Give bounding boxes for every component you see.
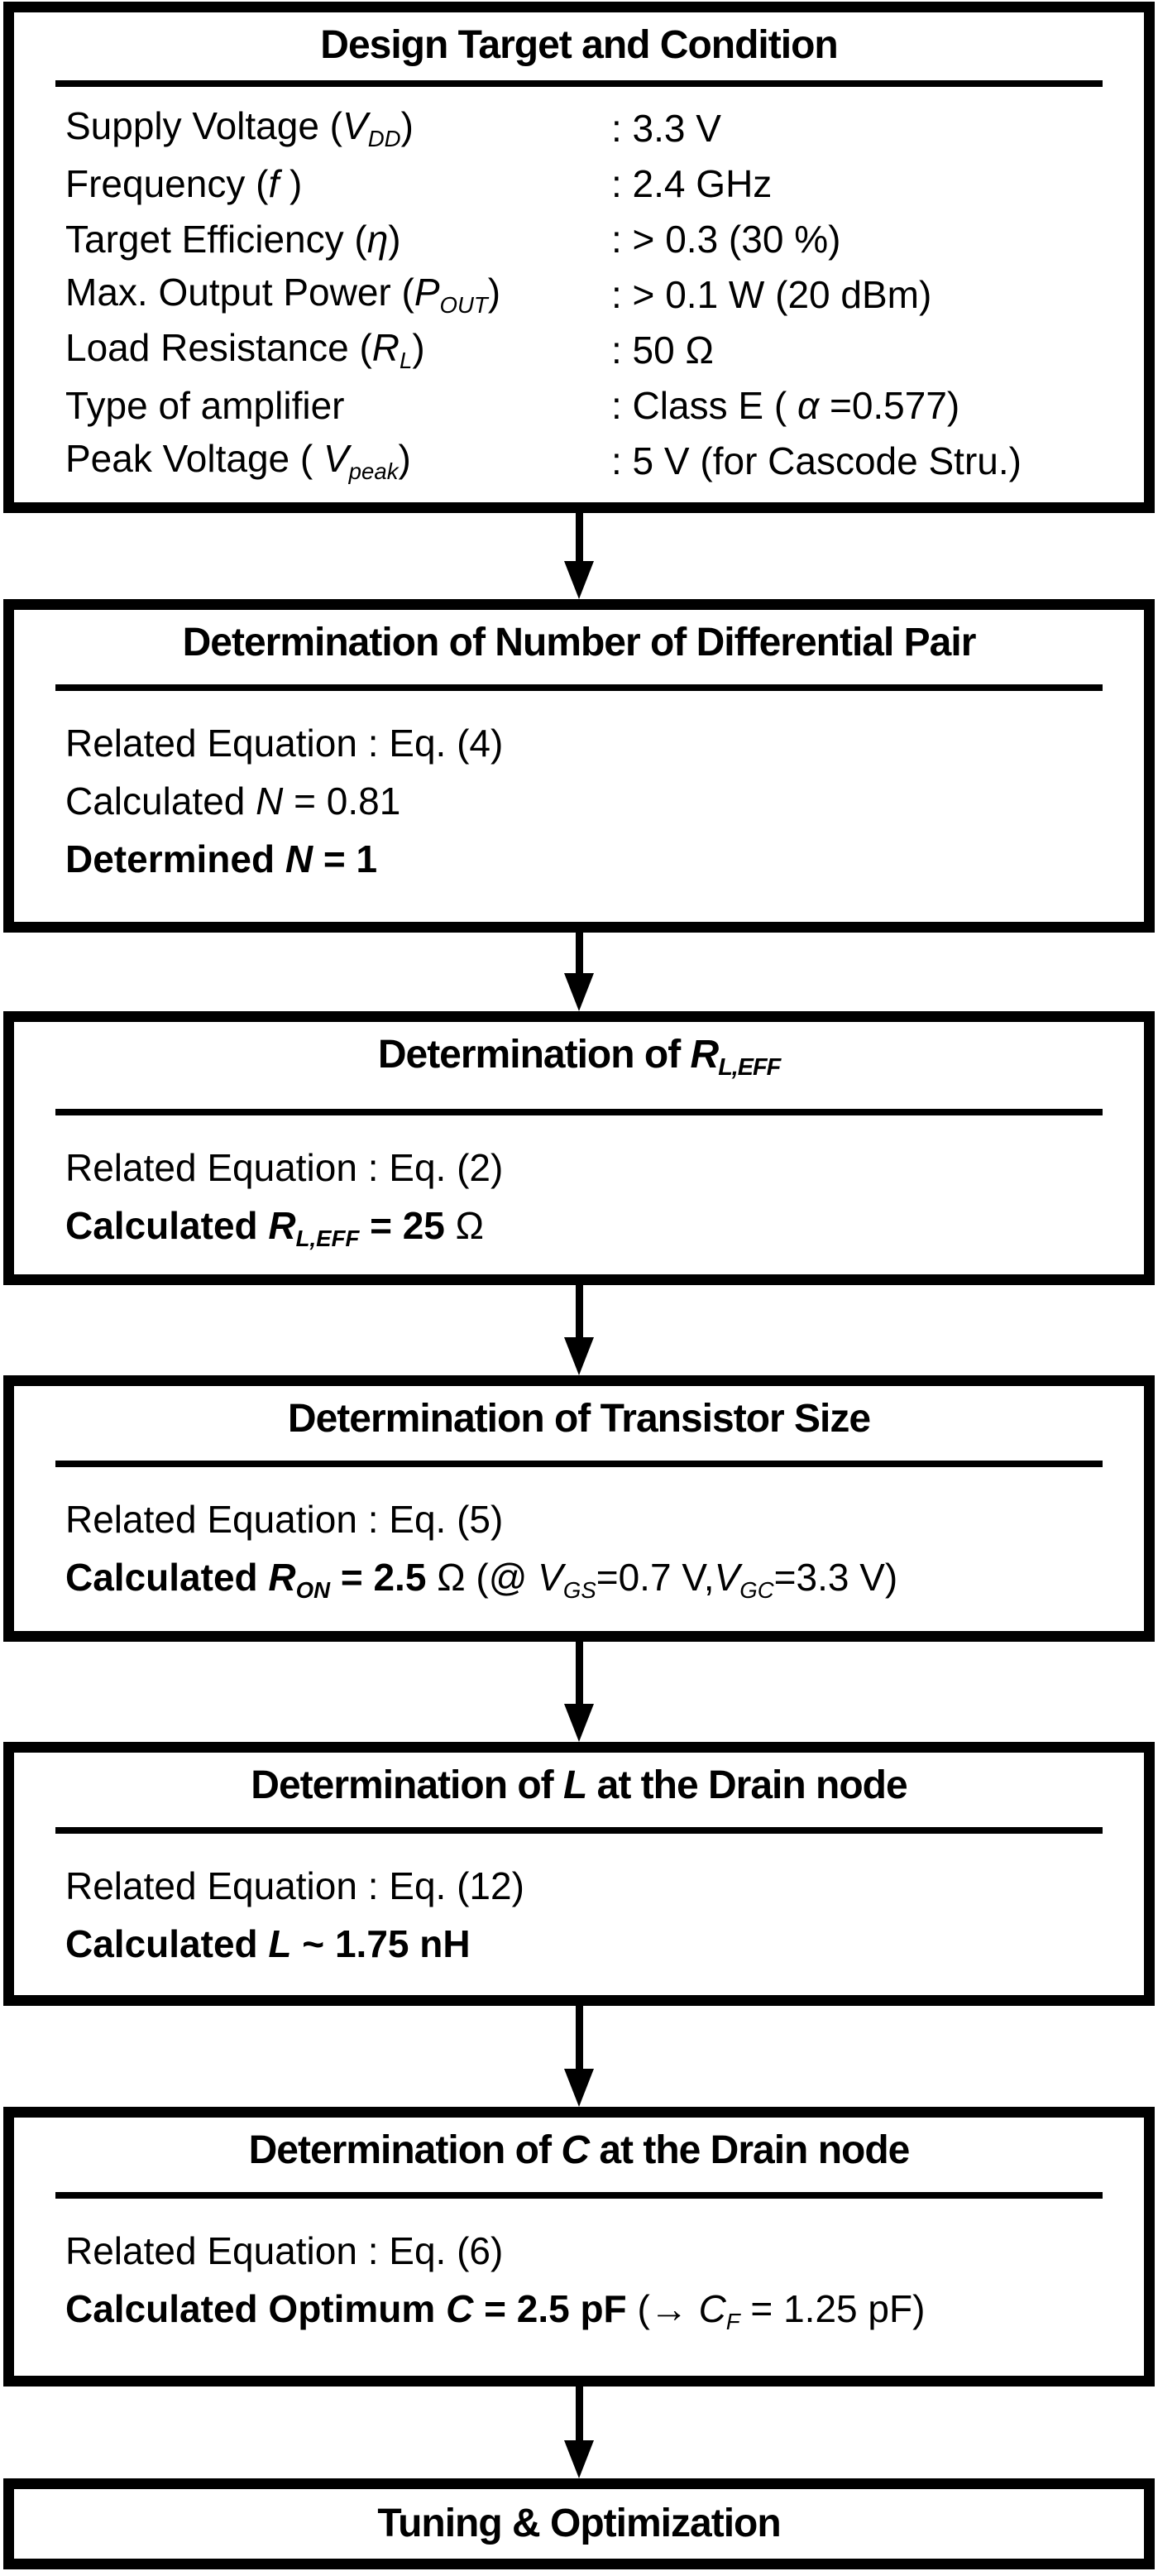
title-divider xyxy=(55,80,1103,87)
arrow-shaft xyxy=(575,931,583,973)
flow-box-c-drain-node: Determination of C at the Drain node Rel… xyxy=(3,2107,1155,2387)
title-divider xyxy=(55,2192,1103,2199)
box-title: Determination of C at the Drain node xyxy=(248,2128,911,2172)
text-line: Related Equation : Eq. (5) xyxy=(65,1498,504,1541)
param-row: Load Resistance (RL) : 50 Ω xyxy=(65,322,1129,377)
flow-arrow xyxy=(564,2385,594,2478)
text-line: Calculated RON = 2.5 Ω (@ VGS=0.7 V,VGC=… xyxy=(65,1556,898,1603)
text-line: Related Equation : Eq. (12) xyxy=(65,1864,524,1907)
param-label: Load Resistance (RL) xyxy=(65,326,425,373)
param-value: : > 0.3 (30 %) xyxy=(611,217,841,261)
param-row: Supply Voltage (VDD) : 3.3 V xyxy=(65,100,1129,156)
arrow-shaft xyxy=(575,1640,583,1704)
param-value: : 5 V (for Cascode Stru.) xyxy=(611,439,1022,482)
title-divider xyxy=(55,1827,1103,1834)
param-label: Peak Voltage ( Vpeak) xyxy=(65,437,411,484)
flow-box-l-drain-node: Determination of L at the Drain node Rel… xyxy=(3,1742,1155,2006)
flow-arrow xyxy=(564,2004,594,2107)
text-line: Calculated L ~ 1.75 nH xyxy=(65,1922,471,1965)
text-line: Determined N = 1 xyxy=(65,837,378,880)
box-title: Determination of RL,EFF xyxy=(377,1033,781,1082)
param-label: Target Efficiency (η) xyxy=(65,217,401,261)
box-title: Tuning & Optimization xyxy=(377,2502,781,2545)
text-line: Related Equation : Eq. (6) xyxy=(65,2229,504,2272)
arrow-shaft xyxy=(575,511,583,561)
param-row: Target Efficiency (η) : > 0.3 (30 %) xyxy=(65,211,1129,266)
text-line: Calculated Optimum C = 2.5 pF (→ CF = 1.… xyxy=(65,2287,926,2334)
flow-box-design-target: Design Target and Condition Supply Volta… xyxy=(3,2,1155,513)
param-label: Type of amplifier xyxy=(65,383,345,427)
arrow-head-icon xyxy=(564,561,594,599)
arrow-shaft xyxy=(575,2004,583,2069)
box-title: Determination of L at the Drain node xyxy=(251,1763,907,1807)
box-title: Design Target and Condition xyxy=(320,23,838,67)
text-line: Calculated RL,EFF = 25 Ω xyxy=(65,1204,485,1252)
arrow-shaft xyxy=(575,1283,583,1337)
param-value: : 50 Ω xyxy=(611,328,714,372)
arrow-head-icon xyxy=(564,1704,594,1742)
arrow-head-icon xyxy=(564,2069,594,2107)
param-row: Type of amplifier : Class E ( α =0.577) xyxy=(65,377,1129,433)
param-row: Peak Voltage ( Vpeak) : 5 V (for Cascode… xyxy=(65,433,1129,488)
flow-arrow xyxy=(564,1640,594,1742)
flow-box-differential-pair: Determination of Number of Differential … xyxy=(3,599,1155,933)
param-label: Max. Output Power (POUT) xyxy=(65,271,501,318)
text-line: Related Equation : Eq. (2) xyxy=(65,1146,504,1190)
text-line: Related Equation : Eq. (4) xyxy=(65,722,504,765)
param-value: : 2.4 GHz xyxy=(611,161,773,205)
param-label: Supply Voltage (VDD) xyxy=(65,104,414,151)
box-title: Determination of Number of Differential … xyxy=(182,621,977,664)
flow-box-tuning-optimization: Tuning & Optimization xyxy=(3,2478,1155,2569)
title-divider xyxy=(55,684,1103,691)
flow-box-rl-eff: Determination of RL,EFF Related Equation… xyxy=(3,1011,1155,1285)
arrow-shaft xyxy=(575,2385,583,2440)
arrow-head-icon xyxy=(564,2440,594,2478)
flow-arrow xyxy=(564,931,594,1011)
flow-arrow xyxy=(564,511,594,599)
param-value: : > 0.1 W (20 dBm) xyxy=(611,272,932,316)
param-label: Frequency (f ) xyxy=(65,161,303,205)
param-row: Max. Output Power (POUT) : > 0.1 W (20 d… xyxy=(65,266,1129,322)
param-row: Frequency (f ) : 2.4 GHz xyxy=(65,156,1129,211)
title-divider xyxy=(55,1461,1103,1467)
parameter-list: Supply Voltage (VDD) : 3.3 V Frequency (… xyxy=(65,100,1129,488)
param-value: : 3.3 V xyxy=(611,106,721,150)
flow-box-transistor-size: Determination of Transistor Size Related… xyxy=(3,1375,1155,1642)
box-title: Determination of Transistor Size xyxy=(287,1397,871,1441)
title-divider xyxy=(55,1109,1103,1116)
arrow-head-icon xyxy=(564,1337,594,1375)
flow-arrow xyxy=(564,1283,594,1375)
param-value: : Class E ( α =0.577) xyxy=(611,383,960,427)
arrow-head-icon xyxy=(564,973,594,1011)
text-line: Calculated N = 0.81 xyxy=(65,780,401,823)
